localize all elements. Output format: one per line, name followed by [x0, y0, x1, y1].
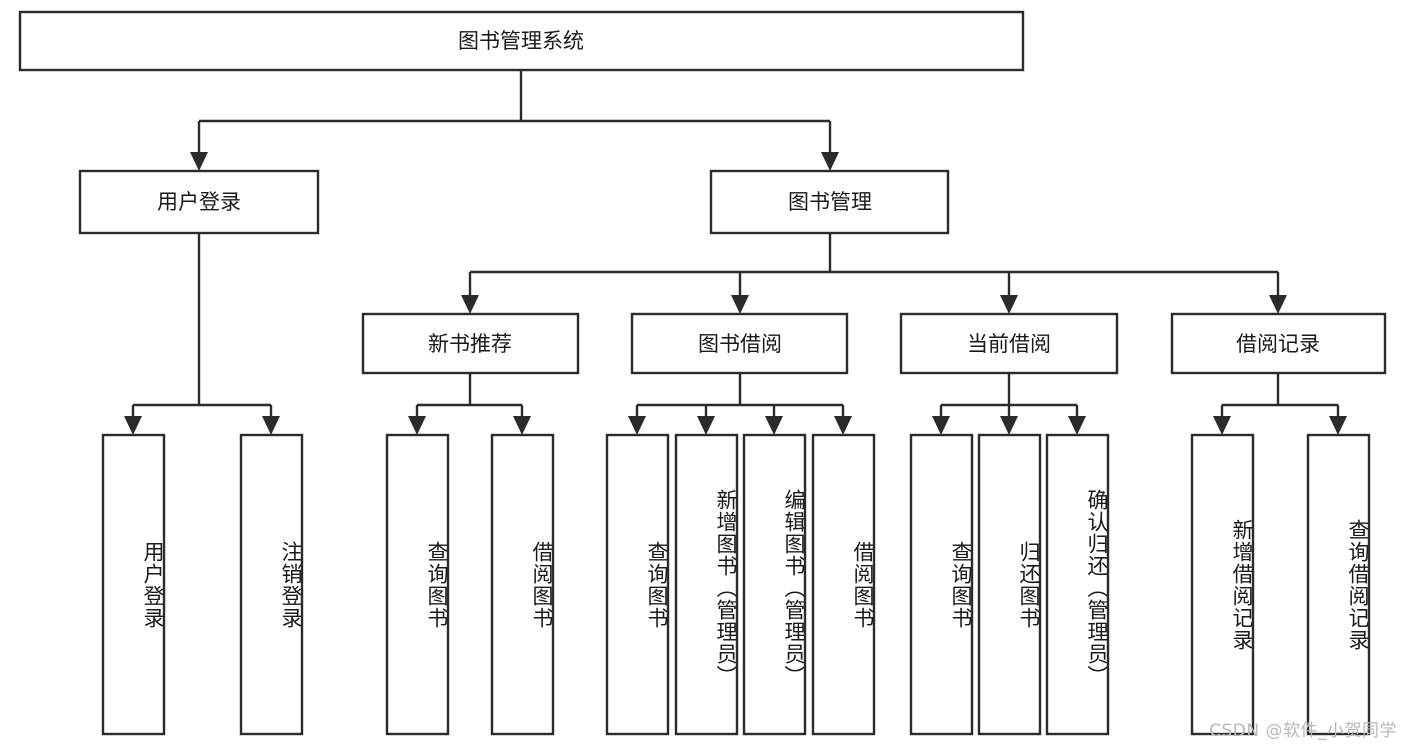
leaf-borrow-book-2-box[interactable]: [811, 433, 876, 736]
leaf-add-record-box[interactable]: [1190, 433, 1255, 736]
node-current-borrow[interactable]: 当前借阅: [899, 312, 1119, 375]
arrow-to-leaf-add-record: [1213, 416, 1231, 435]
node-current-borrow-box[interactable]: [899, 312, 1119, 375]
node-book-management[interactable]: 图书管理: [709, 169, 950, 235]
leaf-logout-login-box[interactable]: [239, 433, 304, 736]
arrow-to-leaf-return-book: [1000, 416, 1018, 435]
node-borrow-record-label: 借阅记录: [1236, 332, 1320, 356]
node-new-book-recommend-box[interactable]: [361, 312, 580, 375]
node-new-book-recommend[interactable]: 新书推荐: [361, 312, 580, 375]
node-book-borrow-box[interactable]: [630, 312, 849, 375]
node-borrow-record[interactable]: 借阅记录: [1170, 312, 1387, 375]
arrow-to-leaf-query-book-2: [628, 416, 646, 435]
arrow-to-leaf-edit-book: [765, 416, 783, 435]
arrow-to-leaf-add-book: [697, 416, 715, 435]
arrow-to-leaf-logout-login: [262, 416, 280, 435]
connector-bookborrow-to-leaves: [628, 373, 852, 435]
arrow-to-user-login: [190, 152, 208, 171]
node-current-borrow-label: 当前借阅: [967, 332, 1051, 356]
leaf-confirm-return-box[interactable]: [1045, 433, 1110, 736]
node-root-box[interactable]: [18, 10, 1025, 72]
arrow-to-leaf-borrow-book-1: [513, 416, 531, 435]
node-new-book-recommend-label: 新书推荐: [428, 332, 512, 356]
leaf-query-book-2-box[interactable]: [605, 433, 670, 736]
csdn-watermark: CSDN @软件_小贺同学: [1209, 721, 1397, 741]
node-borrow-record-box[interactable]: [1170, 312, 1387, 375]
leaf-add-book-box[interactable]: [674, 433, 739, 736]
connector-borrowrecord-to-leaves: [1213, 373, 1347, 435]
node-book-borrow[interactable]: 图书借阅: [630, 312, 849, 375]
node-root-label: 图书管理系统: [458, 29, 584, 53]
leaf-query-record-box[interactable]: [1306, 433, 1371, 736]
arrow-to-current-borrow: [1000, 295, 1018, 314]
connector-newbook-to-leaves: [408, 373, 531, 435]
arrow-to-new-book-recommend: [461, 295, 479, 314]
node-root[interactable]: 图书管理系统: [18, 10, 1025, 72]
leaf-node-boxes: [101, 433, 1371, 736]
arrow-to-leaf-query-book-1: [408, 416, 426, 435]
arrow-to-leaf-confirm-return: [1068, 416, 1086, 435]
leaf-query-book-3-box[interactable]: [909, 433, 974, 736]
node-book-management-label: 图书管理: [788, 190, 872, 214]
connector-currentborrow-to-leaves: [932, 373, 1086, 435]
leaf-borrow-book-1-box[interactable]: [490, 433, 555, 736]
arrow-to-leaf-query-book-3: [932, 416, 950, 435]
connector-userlogin-to-leaves: [124, 233, 280, 435]
node-user-login-label: 用户登录: [157, 190, 241, 214]
node-user-login-box[interactable]: [78, 169, 320, 235]
leaf-query-book-1-box[interactable]: [385, 433, 450, 736]
connector-root-to-level2: [190, 70, 839, 171]
arrow-to-borrow-record: [1269, 295, 1287, 314]
arrow-to-leaf-query-record: [1329, 416, 1347, 435]
arrow-to-leaf-borrow-book-2: [834, 416, 852, 435]
arrow-to-book-borrow: [731, 295, 749, 314]
node-user-login[interactable]: 用户登录: [78, 169, 320, 235]
leaf-edit-book-box[interactable]: [742, 433, 807, 736]
arrow-to-book-management: [821, 152, 839, 171]
connector-bookmanagement-to-level3: [461, 233, 1287, 314]
node-book-borrow-label: 图书借阅: [698, 332, 782, 356]
node-book-management-box[interactable]: [709, 169, 950, 235]
arrow-to-leaf-user-login: [124, 416, 142, 435]
leaf-user-login-box[interactable]: [101, 433, 166, 736]
leaf-return-book-box[interactable]: [977, 433, 1042, 736]
